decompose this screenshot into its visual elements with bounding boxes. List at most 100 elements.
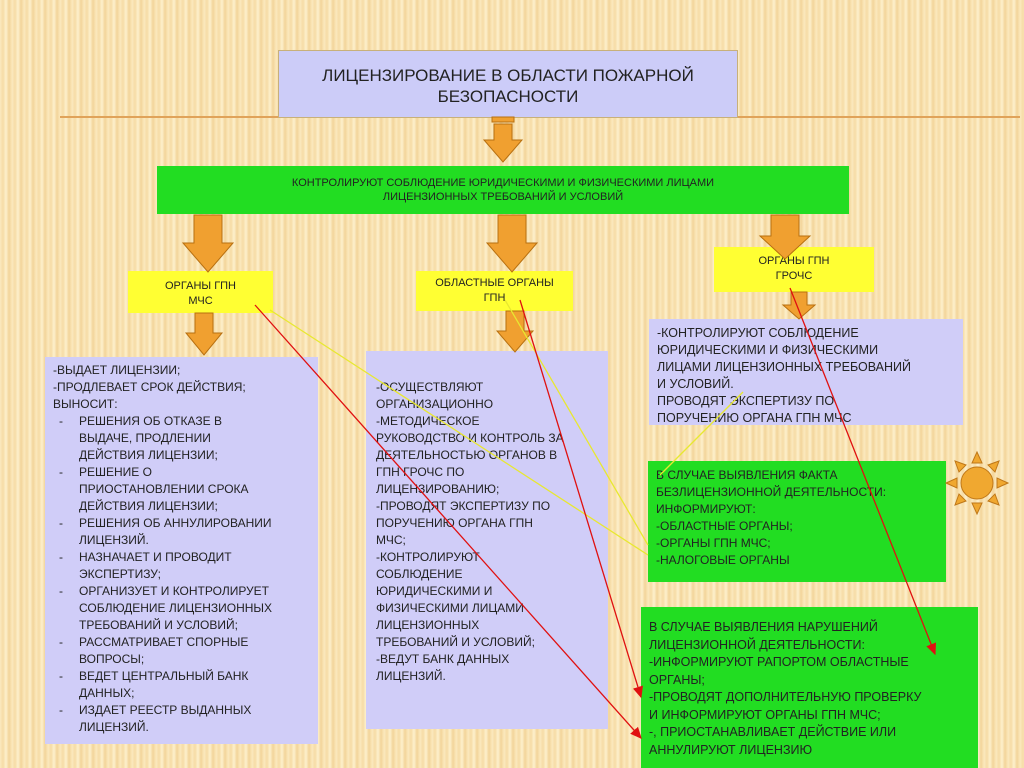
list-item-line: РАССМАТРИВАЕТ СПОРНЫЕ: [79, 635, 249, 649]
bullet-dash-icon: -: [59, 703, 63, 717]
violations-box: В СЛУЧАЕ ВЫЯВЛЕНИЯ НАРУШЕНИЙ ЛИЦЕНЗИОННО…: [641, 607, 978, 768]
bullet-dash-icon: -: [59, 414, 63, 428]
regional-line: ТРЕБОВАНИЙ И УСЛОВИЙ;: [376, 635, 535, 649]
list-item-line: ПРИОСТАНОВЛЕНИИ СРОКА: [79, 482, 249, 496]
regional-line: ЛИЦЕНЗИЙ.: [376, 669, 446, 683]
list-item-line: ЛИЦЕНЗИЙ.: [79, 720, 149, 734]
list-item: - ВЕДЕТ ЦЕНТРАЛЬНЫЙ БАНК ДАННЫХ;: [53, 668, 310, 702]
regional-line: ДЕЯТЕЛЬНОСТЬЮ ОРГАНОВ В: [376, 448, 558, 462]
list-item: - НАЗНАЧАЕТ И ПРОВОДИТ ЭКСПЕРТИЗУ;: [53, 549, 310, 583]
regional-line: СОБЛЮДЕНИЕ: [376, 567, 463, 581]
down-arrow-icon: [758, 214, 812, 260]
unlicensed-line: -ОРГАНЫ ГПН МЧС;: [656, 536, 771, 550]
list-item: - РЕШЕНИЕ О ПРИОСТАНОВЛЕНИИ СРОКА ДЕЙСТВ…: [53, 464, 310, 515]
list-item-line: ИЗДАЕТ РЕЕСТР ВЫДАННЫХ: [79, 703, 252, 717]
grochs-line: ЛИЦАМИ ЛИЦЕНЗИОННЫХ ТРЕБОВАНИЙ: [657, 360, 911, 374]
regional-line: ПОРУЧЕНИЮ ОРГАНА ГПН: [376, 516, 533, 530]
violations-line: В СЛУЧАЕ ВЫЯВЛЕНИЯ НАРУШЕНИЙ: [649, 620, 878, 634]
list-item-line: ВОПРОСЫ;: [79, 652, 145, 666]
list-item: - РЕШЕНИЯ ОБ ОТКАЗЕ В ВЫДАЧЕ, ПРОДЛЕНИИ …: [53, 413, 310, 464]
regional-line: ЛИЦЕНЗИОННЫХ: [376, 618, 480, 632]
organ-label: МЧС: [188, 295, 213, 307]
organ-regional-gpn: ОБЛАСТНЫЕ ОРГАНЫ ГПН: [416, 271, 573, 311]
unlicensed-activity-box: В СЛУЧАЕ ВЫЯВЛЕНИЯ ФАКТА БЕЗЛИЦЕНЗИОННОЙ…: [648, 461, 946, 582]
organ-gpn-grochs: ОРГАНЫ ГПН ГРОЧС: [714, 247, 874, 292]
regional-line: ФИЗИЧЕСКИМИ ЛИЦАМИ: [376, 601, 524, 615]
list-item: - РЕШЕНИЯ ОБ АННУЛИРОВАНИИ ЛИЦЕНЗИЙ.: [53, 515, 310, 549]
organ-label: ОРГАНЫ ГПН: [165, 280, 236, 292]
bullet-dash-icon: -: [59, 550, 63, 564]
organ-label: ОРГАНЫ ГПН: [758, 255, 830, 267]
violations-line: -ИНФОРМИРУЮТ РАПОРТОМ ОБЛАСТНЫЕ: [649, 655, 909, 669]
down-arrow-icon: [781, 291, 817, 320]
yellow-connector: [504, 299, 649, 546]
list-item-line: ОРГАНИЗУЕТ И КОНТРОЛИРУЕТ: [79, 584, 270, 598]
unlicensed-line: В СЛУЧАЕ ВЫЯВЛЕНИЯ ФАКТА: [656, 468, 838, 482]
violations-line: ЛИЦЕНЗИОННОЙ ДЕЯТЕЛЬНОСТИ:: [649, 637, 865, 652]
list-item-line: ЭКСПЕРТИЗУ;: [79, 567, 162, 581]
unlicensed-line: -ОБЛАСТНЫЕ ОРГАНЫ;: [656, 519, 793, 533]
list-item-line: РЕШЕНИЕ О: [79, 465, 152, 479]
regional-line: ОРГАНИЗАЦИОННО: [376, 397, 494, 411]
bullet-dash-icon: -: [59, 465, 63, 479]
violations-line: АННУЛИРУЮТ ЛИЦЕНЗИЮ: [649, 742, 813, 757]
grochs-line: ПОРУЧЕНИЮ ОРГАНА ГПН МЧС: [657, 411, 852, 425]
list-item-line: РЕШЕНИЯ ОБ АННУЛИРОВАНИИ: [79, 516, 272, 530]
mchs-duties-list: - РЕШЕНИЯ ОБ ОТКАЗЕ В ВЫДАЧЕ, ПРОДЛЕНИИ …: [53, 413, 310, 736]
list-item-line: ДЕЙСТВИЯ ЛИЦЕНЗИИ;: [79, 499, 218, 513]
list-item-line: ДЕЙСТВИЯ ЛИЦЕНЗИИ;: [79, 448, 218, 462]
list-item-line: ВЫДАЧЕ, ПРОДЛЕНИИ: [79, 431, 211, 445]
grochs-duties-box: -КОНТРОЛИРУЮТ СОБЛЮДЕНИЕ ЮРИДИЧЕСКИМИ И …: [649, 319, 963, 425]
bullet-dash-icon: -: [59, 669, 63, 683]
mchs-intro-line: -ПРОДЛЕВАЕТ СРОК ДЕЙСТВИЯ;: [53, 380, 246, 394]
red-connector-arrow: [519, 299, 643, 699]
violations-line: -ПРОВОДЯТ ДОПОЛНИТЕЛЬНУЮ ПРОВЕРКУ: [649, 690, 922, 704]
list-item-line: ТРЕБОВАНИЙ И УСЛОВИЙ;: [79, 618, 238, 632]
grochs-line: ЮРИДИЧЕСКИМИ И ФИЗИЧЕСКИМИ: [657, 343, 879, 357]
grochs-line: И УСЛОВИЙ.: [657, 377, 734, 391]
list-item: - РАССМАТРИВАЕТ СПОРНЫЕ ВОПРОСЫ;: [53, 634, 310, 668]
regional-line: МЧС;: [376, 533, 406, 547]
organ-label: ГРОЧС: [775, 270, 813, 282]
mchs-intro-line: ВЫНОСИТ:: [53, 397, 118, 411]
regional-line: ЛИЦЕНЗИРОВАНИЮ;: [376, 482, 500, 496]
organ-label: ГПН: [483, 292, 506, 304]
mchs-intro-line: -ВЫДАЕТ ЛИЦЕНЗИИ;: [53, 363, 181, 377]
down-arrow-icon: [485, 214, 539, 273]
mchs-duties-box: -ВЫДАЕТ ЛИЦЕНЗИИ; -ПРОДЛЕВАЕТ СРОК ДЕЙСТ…: [45, 357, 318, 744]
regional-line: -МЕТОДИЧЕСКОЕ: [376, 414, 480, 428]
yellow-connector: [269, 309, 649, 556]
list-item-line: ВЕДЕТ ЦЕНТРАЛЬНЫЙ БАНК: [79, 669, 249, 683]
list-item-line: НАЗНАЧАЕТ И ПРОВОДИТ: [79, 550, 232, 564]
grochs-line: ПРОВОДЯТ ЭКСПЕРТИЗУ ПО: [657, 394, 835, 408]
sun-icon: [944, 450, 1010, 516]
control-line: ЛИЦЕНЗИОННЫХ ТРЕБОВАНИЙ И УСЛОВИЙ: [382, 191, 624, 203]
violations-line: ОРГАНЫ;: [649, 672, 705, 687]
list-item-line: ДАННЫХ;: [79, 686, 135, 700]
regional-line: -КОНТРОЛИРУЮТ: [376, 550, 480, 564]
organ-gpn-mchs: ОРГАНЫ ГПН МЧС: [128, 271, 273, 313]
regional-line: РУКОВОДСТВО И КОНТРОЛЬ ЗА: [376, 431, 564, 445]
control-box: КОНТРОЛИРУЮТ СОБЛЮДЕНИЕ ЮРИДИЧЕСКИМИ И Ф…: [157, 166, 849, 214]
regional-line: ЮРИДИЧЕСКИМИ И: [376, 584, 493, 598]
list-item-line: ЛИЦЕНЗИЙ.: [79, 533, 149, 547]
organ-label: ОБЛАСТНЫЕ ОРГАНЫ: [435, 277, 554, 289]
unlicensed-line: -НАЛОГОВЫЕ ОРГАНЫ: [656, 553, 790, 567]
regional-line: ГПН ГРОЧС ПО: [376, 465, 465, 479]
down-arrow-icon: [184, 312, 224, 356]
regional-duties-box: -ОСУЩЕСТВЛЯЮТ ОРГАНИЗАЦИОННО -МЕТОДИЧЕСК…: [366, 351, 608, 729]
down-arrow-icon: [482, 116, 524, 163]
list-item-line: СОБЛЮДЕНИЕ ЛИЦЕНЗИОННЫХ: [79, 601, 273, 615]
unlicensed-line: БЕЗЛИЦЕНЗИОННОЙ ДЕЯТЕЛЬНОСТИ:: [656, 485, 887, 499]
yellow-connector: [659, 391, 744, 476]
bullet-dash-icon: -: [59, 635, 63, 649]
down-arrow-icon: [181, 214, 235, 273]
bullet-dash-icon: -: [59, 584, 63, 598]
list-item: - ИЗДАЕТ РЕЕСТР ВЫДАННЫХ ЛИЦЕНЗИЙ.: [53, 702, 310, 736]
list-item: - ОРГАНИЗУЕТ И КОНТРОЛИРУЕТ СОБЛЮДЕНИЕ Л…: [53, 583, 310, 634]
page-title: ЛИЦЕНЗИРОВАНИЕ В ОБЛАСТИ ПОЖАРНОЙ БЕЗОПА…: [278, 50, 738, 118]
grochs-line: -КОНТРОЛИРУЮТ СОБЛЮДЕНИЕ: [657, 326, 859, 340]
red-connector-arrow: [254, 304, 642, 739]
control-line: КОНТРОЛИРУЮТ СОБЛЮДЕНИЕ ЮРИДИЧЕСКИМИ И Ф…: [291, 177, 715, 189]
